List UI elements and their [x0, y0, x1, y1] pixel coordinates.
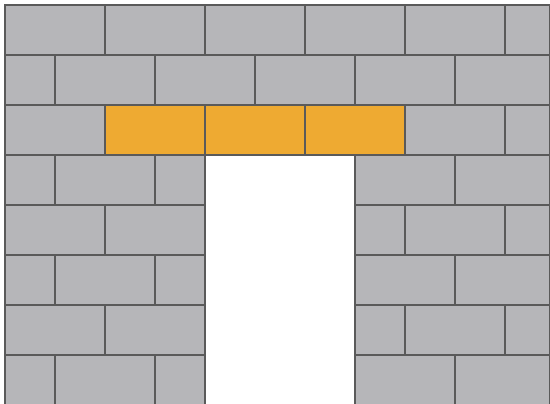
- brick: [5, 205, 105, 255]
- brick: [455, 55, 550, 105]
- brick: [55, 255, 155, 305]
- brick: [405, 205, 505, 255]
- brick: [455, 255, 550, 305]
- brick: [305, 5, 405, 55]
- brick: [105, 305, 205, 355]
- brick: [5, 55, 55, 105]
- brick: [355, 55, 455, 105]
- brick: [355, 355, 455, 404]
- brick: [105, 5, 205, 55]
- brick: [155, 55, 255, 105]
- brick: [455, 355, 550, 404]
- brick: [155, 155, 205, 205]
- brick: [155, 255, 205, 305]
- brick: [205, 5, 305, 55]
- brick: [405, 305, 505, 355]
- brick: [55, 355, 155, 404]
- brick: [55, 55, 155, 105]
- lintel-brick: [305, 105, 405, 155]
- brick: [505, 5, 550, 55]
- brick: [255, 55, 355, 105]
- brick: [5, 5, 105, 55]
- brick: [5, 155, 55, 205]
- brick: [5, 355, 55, 404]
- brick: [505, 305, 550, 355]
- brick: [505, 205, 550, 255]
- brick: [355, 305, 405, 355]
- brick-courses: [5, 5, 550, 404]
- brick: [5, 255, 55, 305]
- lintel-brick: [205, 105, 305, 155]
- brick: [355, 155, 455, 205]
- brick: [455, 155, 550, 205]
- brick: [405, 105, 505, 155]
- brick: [105, 205, 205, 255]
- brick: [5, 305, 105, 355]
- brick: [55, 155, 155, 205]
- brick: [405, 5, 505, 55]
- brick: [5, 105, 105, 155]
- lintel-brick: [105, 105, 205, 155]
- brick: [355, 255, 455, 305]
- brick: [155, 355, 205, 404]
- brick: [505, 105, 550, 155]
- brick: [355, 205, 405, 255]
